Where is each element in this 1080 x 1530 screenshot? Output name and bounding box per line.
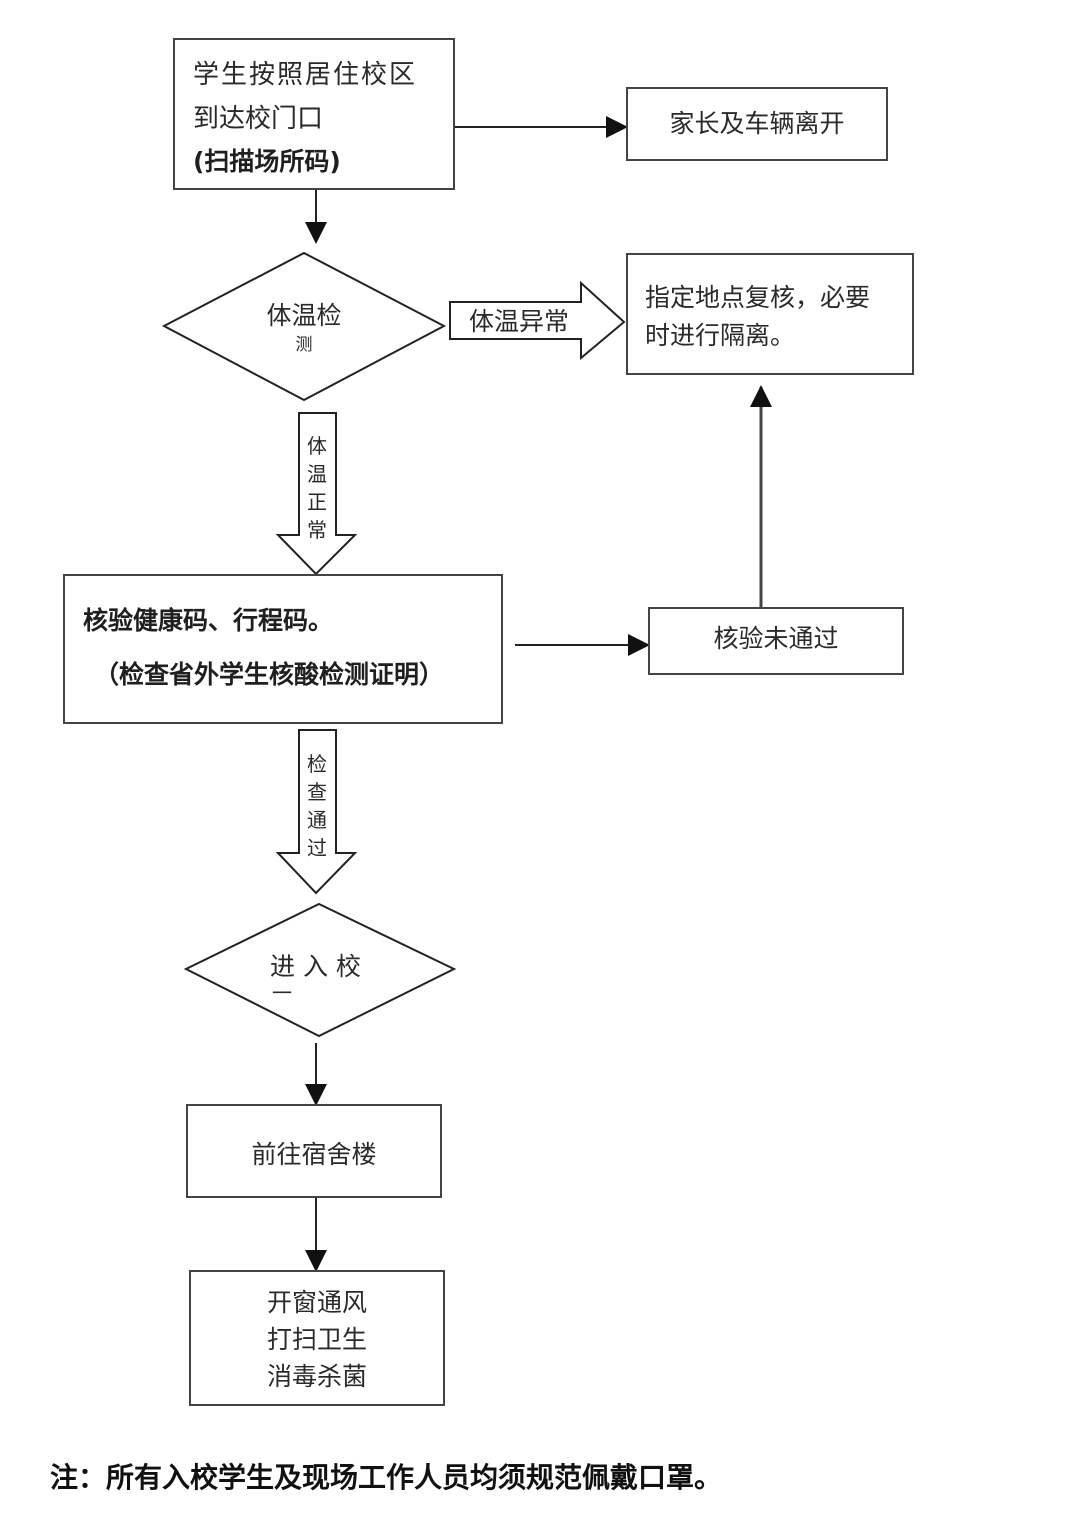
temp-normal-char: 温 [307,462,327,486]
verify-line-2: （检查省外学生核酸检测证明） [94,660,445,689]
go-dorm-box [186,1104,442,1198]
temp-abnormal-label: 体温异常 [469,307,570,336]
recheck-box [626,253,914,375]
temp-normal-label: 体 温 正 常 [305,432,329,544]
check-passed-char: 通 [307,808,327,832]
verify-failed-box [648,607,904,675]
temp-normal-char: 体 [307,434,327,458]
start-line-3: (扫描场所码) [193,147,341,176]
recheck-line-1: 指定地点复核，必要 [645,283,871,312]
start-box [173,38,455,190]
check-passed-label: 检 查 通 过 [305,750,329,862]
verify-box [63,574,503,724]
temp-normal-char: 常 [307,518,327,542]
footnote: 注：所有入校学生及现场工作人员均须规范佩戴口罩。 [50,1461,723,1494]
verify-failed-label: 核验未通过 [713,624,839,653]
dorm-task-1: 开窗通风 [266,1288,367,1317]
dorm-tasks-box [189,1270,445,1406]
temp-check-line-2: 测 [295,335,313,355]
check-passed-char: 检 [307,752,327,776]
check-passed-block-arrow [275,729,358,895]
enter-school-line-1: 进 入 校 [270,952,361,981]
temp-check-line-1: 体温检 [266,301,342,330]
check-passed-char: 过 [307,836,327,860]
start-line-2: 到达校门口 [193,104,324,134]
dorm-task-3: 消毒杀菌 [266,1362,367,1391]
verify-line-1: 核验健康码、行程码。 [83,606,334,635]
parents-leave-box [626,87,888,161]
go-dorm-label: 前往宿舍楼 [251,1140,377,1169]
parents-leave-label: 家长及车辆离开 [669,109,845,138]
check-passed-char: 查 [307,780,327,804]
recheck-line-2: 时进行隔离。 [645,321,796,350]
dorm-task-2: 打扫卫生 [266,1325,367,1354]
enter-school-line-2: 一 [272,981,292,1005]
temp-abnormal-block-arrow [449,280,626,361]
enter-school-diamond [183,902,457,1038]
temp-normal-char: 正 [307,490,327,514]
start-line-1: 学生按照居住校区 [193,60,418,90]
temp-normal-block-arrow [275,412,358,576]
temp-check-diamond [161,251,447,402]
